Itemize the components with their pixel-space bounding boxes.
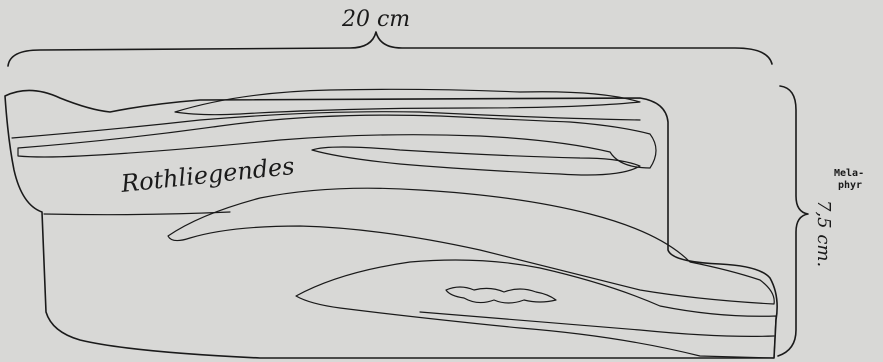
sand-band-middle (18, 115, 656, 168)
upper-boundary (12, 112, 640, 138)
rock-outline (5, 90, 777, 358)
wavy-inclusion (446, 287, 556, 303)
sand-wedge-large (168, 188, 774, 304)
height-brace (778, 86, 808, 356)
width-label: 20 cm (341, 7, 410, 32)
sand-lens-bottom (296, 260, 776, 358)
width-brace (8, 32, 772, 66)
side-label-line1: Mela- (834, 168, 864, 179)
sand-lens-inner (312, 147, 640, 175)
bottom-lens-layer (420, 312, 774, 336)
rock-label: Rothliegendes (119, 152, 296, 198)
side-label-line2: phyr (838, 180, 862, 191)
sand-lens-top (175, 89, 640, 114)
lower-boundary (44, 212, 230, 215)
height-label: 7,5 cm. (813, 200, 834, 267)
